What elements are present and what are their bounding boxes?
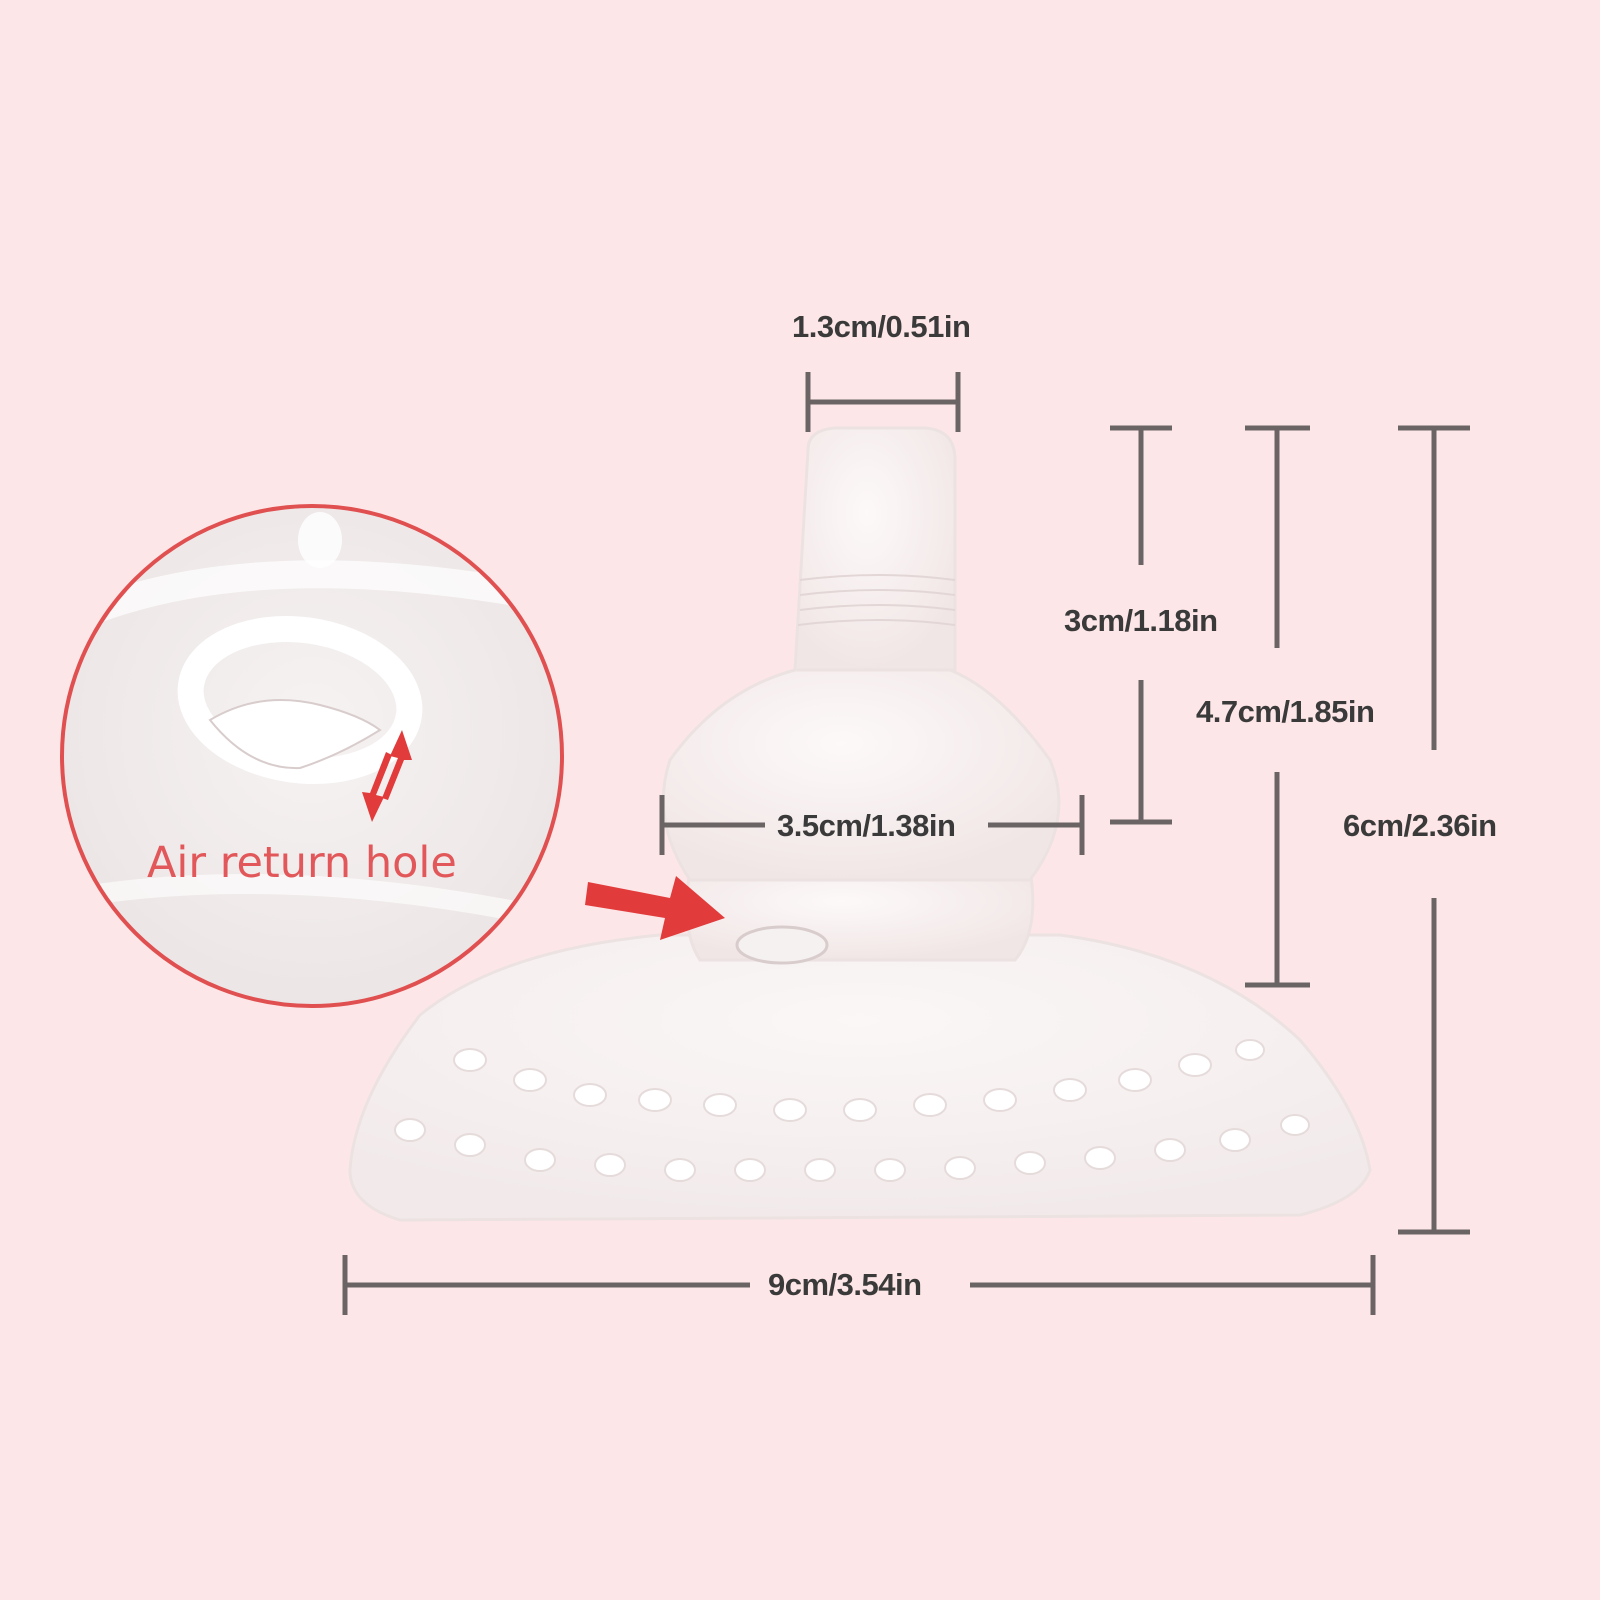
bulb-width-dimension-line xyxy=(659,795,1085,855)
tip-width-label: 1.3cm/0.51in xyxy=(792,309,971,344)
double-headed-arrow-icon xyxy=(362,730,412,822)
magnified-hole-detail-icon xyxy=(62,512,562,930)
tip-width-dimension-line xyxy=(805,372,961,432)
base-width-label: 9cm/3.54in xyxy=(768,1267,922,1302)
callout-circle xyxy=(60,504,564,1008)
air-return-hole xyxy=(735,925,829,965)
tip-ridges xyxy=(797,574,956,626)
nipple-height-label: 4.7cm/1.85in xyxy=(1196,694,1375,729)
bulb-width-label: 3.5cm/1.38in xyxy=(777,808,956,843)
air-return-hole-label: Air return hole xyxy=(147,838,457,888)
total-height-dimension-line xyxy=(1398,425,1470,1235)
tip-height-label: 3cm/1.18in xyxy=(1064,603,1218,638)
tip-height-dimension-line xyxy=(1110,425,1172,825)
dimension-lines xyxy=(342,372,1470,1315)
total-height-label: 6cm/2.36in xyxy=(1343,808,1497,843)
shield-flange xyxy=(348,933,1372,1222)
shield-bulb xyxy=(661,668,1061,882)
flange-texture-dots xyxy=(394,1039,1310,1182)
pointer-arrow-icon xyxy=(585,876,725,940)
base-width-dimension-line xyxy=(342,1255,1376,1315)
shield-tip xyxy=(793,426,957,672)
nipple-height-dimension-line xyxy=(1245,425,1310,988)
